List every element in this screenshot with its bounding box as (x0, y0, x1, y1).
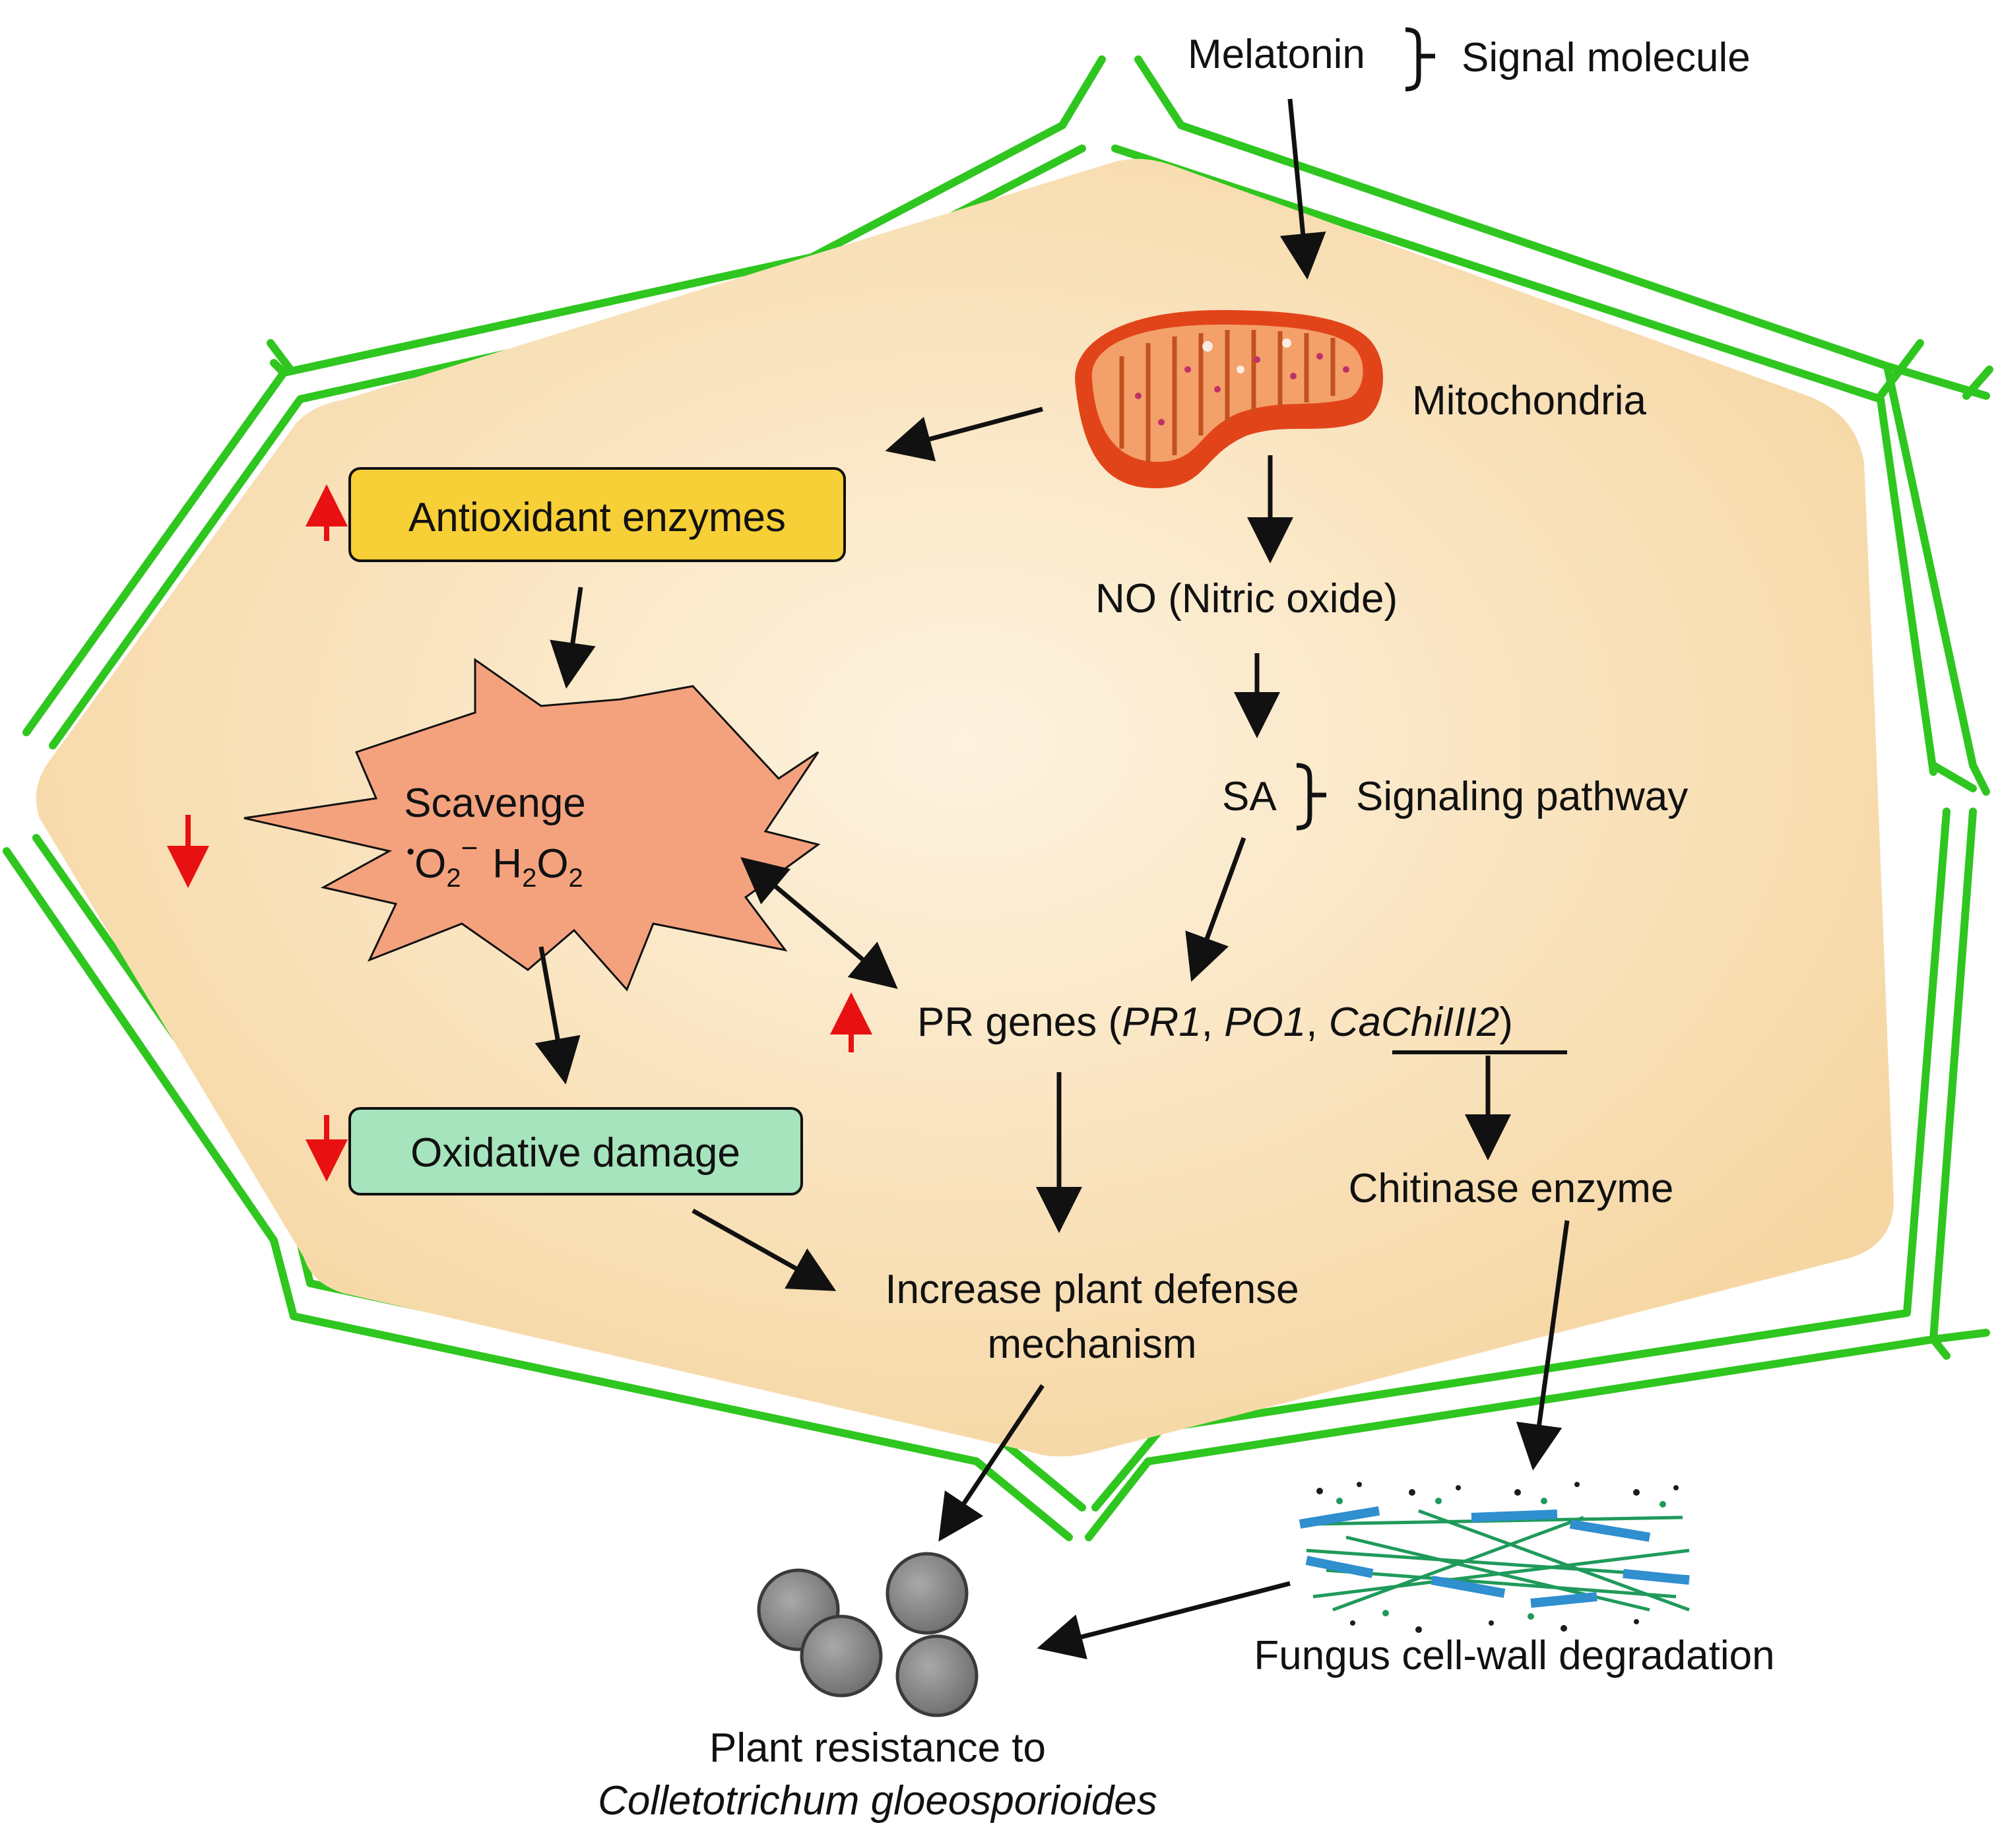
antioxidant-label: Antioxidant enzymes (408, 495, 786, 540)
arrow-scavenge-pr-bidirectional (740, 857, 898, 989)
fungus-degradation-label: Fungus cell-wall degradation (1254, 1633, 1774, 1678)
chitinase-label: Chitinase enzyme (1349, 1166, 1674, 1211)
no-label: NO (Nitric oxide) (1095, 576, 1398, 621)
cell-wall (3, 55, 1990, 1541)
arrow-antioxidant-scavenge (550, 587, 596, 689)
arrow-oxidative-defense (692, 1208, 837, 1291)
oxidative-box (348, 1107, 803, 1195)
arrow-degradation-resistance (1037, 1581, 1291, 1659)
arrow-chitinase-degradation (1516, 1220, 1570, 1471)
fungal-spores-icon (757, 1552, 979, 1717)
sa-label: SA (1222, 774, 1277, 819)
arrow-mito-antioxidant (885, 406, 1043, 462)
melatonin-bracket (1405, 27, 1435, 92)
mitochondria-icon (1075, 310, 1384, 488)
arrow-melatonin-mito (1279, 98, 1326, 280)
pathway-arrows (534, 98, 1570, 1659)
oxidative-label: Oxidative damage (410, 1130, 740, 1176)
pr-genes-label: PR genes (PR1, PO1, CaChiIII2) (917, 1000, 1513, 1045)
melatonin-label: Melatonin (1188, 32, 1365, 77)
resistance-label-line1: Plant resistance to (709, 1725, 1046, 1771)
ros-species-label: •O2−H2O2 (406, 832, 583, 893)
arrow-defense-resistance (938, 1384, 1045, 1542)
arrow-scavenge-oxidative (534, 946, 581, 1085)
sa-bracket (1296, 763, 1326, 831)
defense-label-line1: Increase plant defense (885, 1267, 1299, 1312)
red-indicator-arrows (167, 484, 872, 1182)
cell-wall-fibers-icon (1299, 1482, 1690, 1633)
ros-burst (243, 658, 821, 992)
defense-label-line2: mechanism (988, 1322, 1197, 1367)
signaling-pathway-label: Signaling pathway (1356, 774, 1688, 819)
resistance-label-line2: Colletotrichum gloeosporioides (598, 1778, 1157, 1824)
arrow-sa-pr (1185, 837, 1246, 982)
scavenge-label: Scavenge (404, 781, 586, 826)
antioxidant-box (348, 467, 846, 562)
mitochondria-label: Mitochondria (1412, 378, 1646, 424)
signal-molecule-label: Signal molecule (1462, 35, 1751, 80)
